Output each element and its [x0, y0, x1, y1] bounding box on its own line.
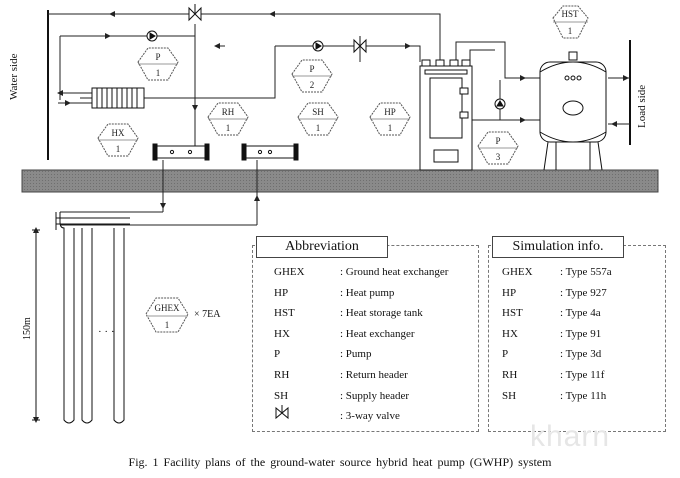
svg-text:P: P — [155, 52, 160, 62]
hex-badge-p3: P 3 — [477, 131, 519, 165]
hex-badge-hx: HX 1 — [97, 123, 139, 157]
abbreviation-row-key: RH — [274, 369, 290, 381]
piping — [48, 13, 630, 226]
hex-badge-hp: HP 1 — [369, 102, 411, 136]
svg-text:1: 1 — [165, 320, 170, 330]
simulation-info-title: Simulation info. — [492, 236, 624, 258]
pump-icon — [494, 98, 506, 110]
hex-badge-ghex: GHEX 1 — [145, 297, 189, 333]
svg-text:HST: HST — [561, 9, 579, 19]
abbreviation-title: Abbreviation — [256, 236, 388, 258]
svg-text:RH: RH — [222, 107, 235, 117]
heat-pump-icon — [419, 59, 473, 171]
simulation-row-value: : Type 11h — [560, 389, 607, 402]
abbreviation-row-key: SH — [274, 389, 289, 402]
hex-badge-hst: HST 1 — [552, 5, 589, 39]
simulation-row-key: GHEX — [502, 266, 533, 278]
svg-text:2: 2 — [310, 80, 315, 90]
simulation-row-value: : Type 927 — [560, 286, 607, 299]
three-way-valve-icon — [353, 36, 367, 54]
heat-exchanger-icon — [91, 87, 145, 109]
svg-text:1: 1 — [116, 144, 121, 154]
abbreviation-row-value: : Heat exchanger — [340, 327, 415, 340]
ground-band — [21, 169, 659, 193]
svg-text:1: 1 — [568, 26, 573, 36]
svg-text:GHEX: GHEX — [155, 303, 180, 313]
hex-badge-sh: SH 1 — [297, 102, 339, 136]
abbreviation-row-value: : 3-way valve — [340, 410, 400, 423]
simulation-row-key: HP — [502, 286, 517, 299]
hex-badge-rh: RH 1 — [207, 102, 249, 136]
heat-storage-tank-icon — [539, 51, 607, 171]
figure-caption: Fig. 1 Facility plans of the ground-wate… — [128, 455, 552, 469]
svg-text:HP: HP — [384, 107, 396, 117]
depth-dimension — [32, 227, 40, 423]
water-side-label: Water side — [8, 53, 20, 100]
abbreviation-row-value: : Pump — [340, 348, 372, 361]
simulation-row-value: : Type 557a — [560, 266, 612, 278]
simulation-info-box — [488, 245, 666, 432]
depth-label: 150m — [22, 317, 33, 340]
svg-text:P: P — [495, 136, 500, 146]
abbreviation-row-key: HX — [274, 327, 290, 340]
abbreviation-row-key: GHEX — [274, 266, 305, 278]
svg-text:HX: HX — [112, 128, 125, 138]
svg-text:3: 3 — [496, 152, 501, 162]
simulation-row-value: : Type 91 — [560, 327, 602, 340]
flow-arrows — [57, 11, 629, 209]
hex-badge-p2: P 2 — [291, 59, 333, 93]
svg-text:1: 1 — [226, 123, 231, 133]
abbreviation-box — [252, 245, 479, 432]
simulation-row-key: HX — [502, 327, 518, 340]
simulation-row-value: : Type 3d — [560, 348, 602, 361]
pump-icon — [312, 40, 324, 52]
abbreviation-row-key: HST — [274, 307, 295, 320]
svg-text:1: 1 — [388, 123, 393, 133]
simulation-row-key: HST — [502, 307, 523, 320]
abbreviation-row-key: P — [274, 348, 281, 361]
simulation-row-value: : Type 4a — [560, 307, 601, 320]
watermark: kharn — [530, 420, 611, 453]
svg-text:P: P — [309, 64, 314, 74]
abbreviation-row-value: : Return header — [340, 369, 408, 381]
svg-text:SH: SH — [312, 107, 324, 117]
abbreviation-row-value: : Heat storage tank — [340, 307, 423, 320]
hex-badge-p1: P 1 — [137, 47, 179, 81]
simulation-row-key: P — [502, 348, 509, 361]
svg-text:1: 1 — [156, 68, 161, 78]
bore-ellipsis: · · · — [98, 326, 115, 338]
three-way-valve-legend-icon — [275, 405, 289, 420]
abbreviation-row-value: : Supply header — [340, 389, 410, 402]
ghex-count-label: × 7EA — [194, 309, 221, 320]
load-side-label: Load side — [636, 84, 648, 128]
three-way-valve-icon — [188, 4, 202, 22]
return-header-icon — [152, 143, 210, 161]
simulation-row-value: : Type 11f — [560, 369, 605, 381]
svg-text:1: 1 — [316, 123, 321, 133]
simulation-row-key: RH — [502, 369, 518, 381]
abbreviation-row-value: : Heat pump — [340, 286, 395, 299]
simulation-row-key: SH — [502, 389, 517, 402]
pump-icon — [146, 30, 158, 42]
supply-header-icon — [241, 143, 299, 161]
abbreviation-row-value: : Ground heat exchanger — [340, 266, 449, 278]
ground-heat-exchanger-icon — [55, 212, 130, 424]
abbreviation-row-key: HP — [274, 286, 289, 299]
